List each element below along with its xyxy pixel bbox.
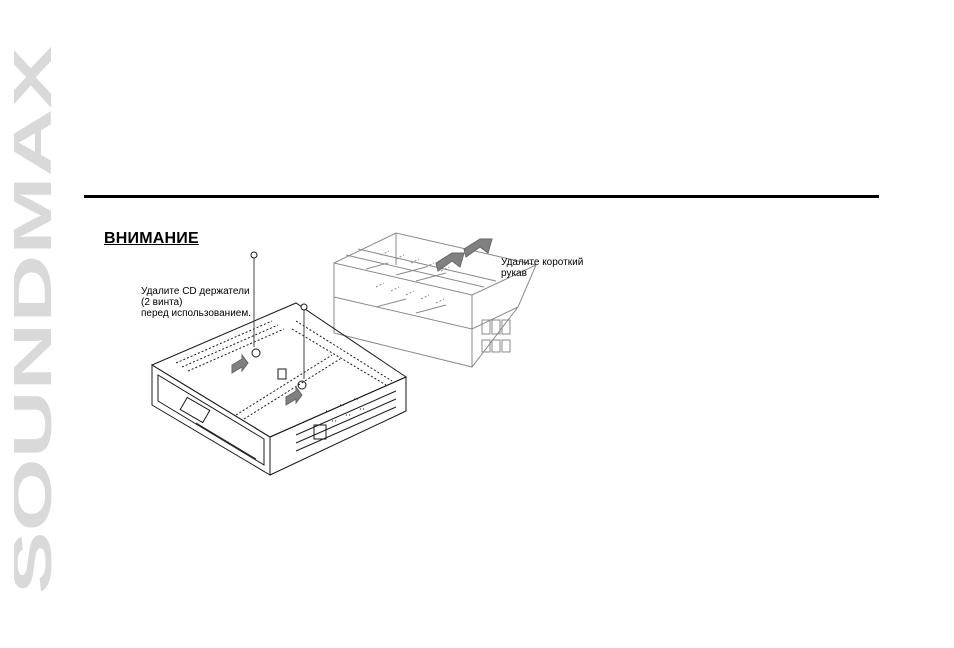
brand-watermark: SOUNDMAX [14,44,62,596]
remove-arrow-icon-2 [436,253,464,271]
installation-diagram [96,225,560,483]
caption-remove-sleeve: Удалите короткий рукав [501,257,583,279]
horizontal-rule [84,195,879,198]
screw-arrow-icon [232,355,248,373]
caption-remove-cd-holders: Удалите CD держатели (2 винта) перед исп… [141,286,251,319]
screw-icon-2 [301,304,307,310]
radio-unit [152,303,406,475]
mounting-sleeve [334,233,536,367]
screw-icon [251,252,257,258]
screw-arrow-icon-2 [286,387,302,405]
brand-logo-text: SOUNDMAX [14,46,62,594]
